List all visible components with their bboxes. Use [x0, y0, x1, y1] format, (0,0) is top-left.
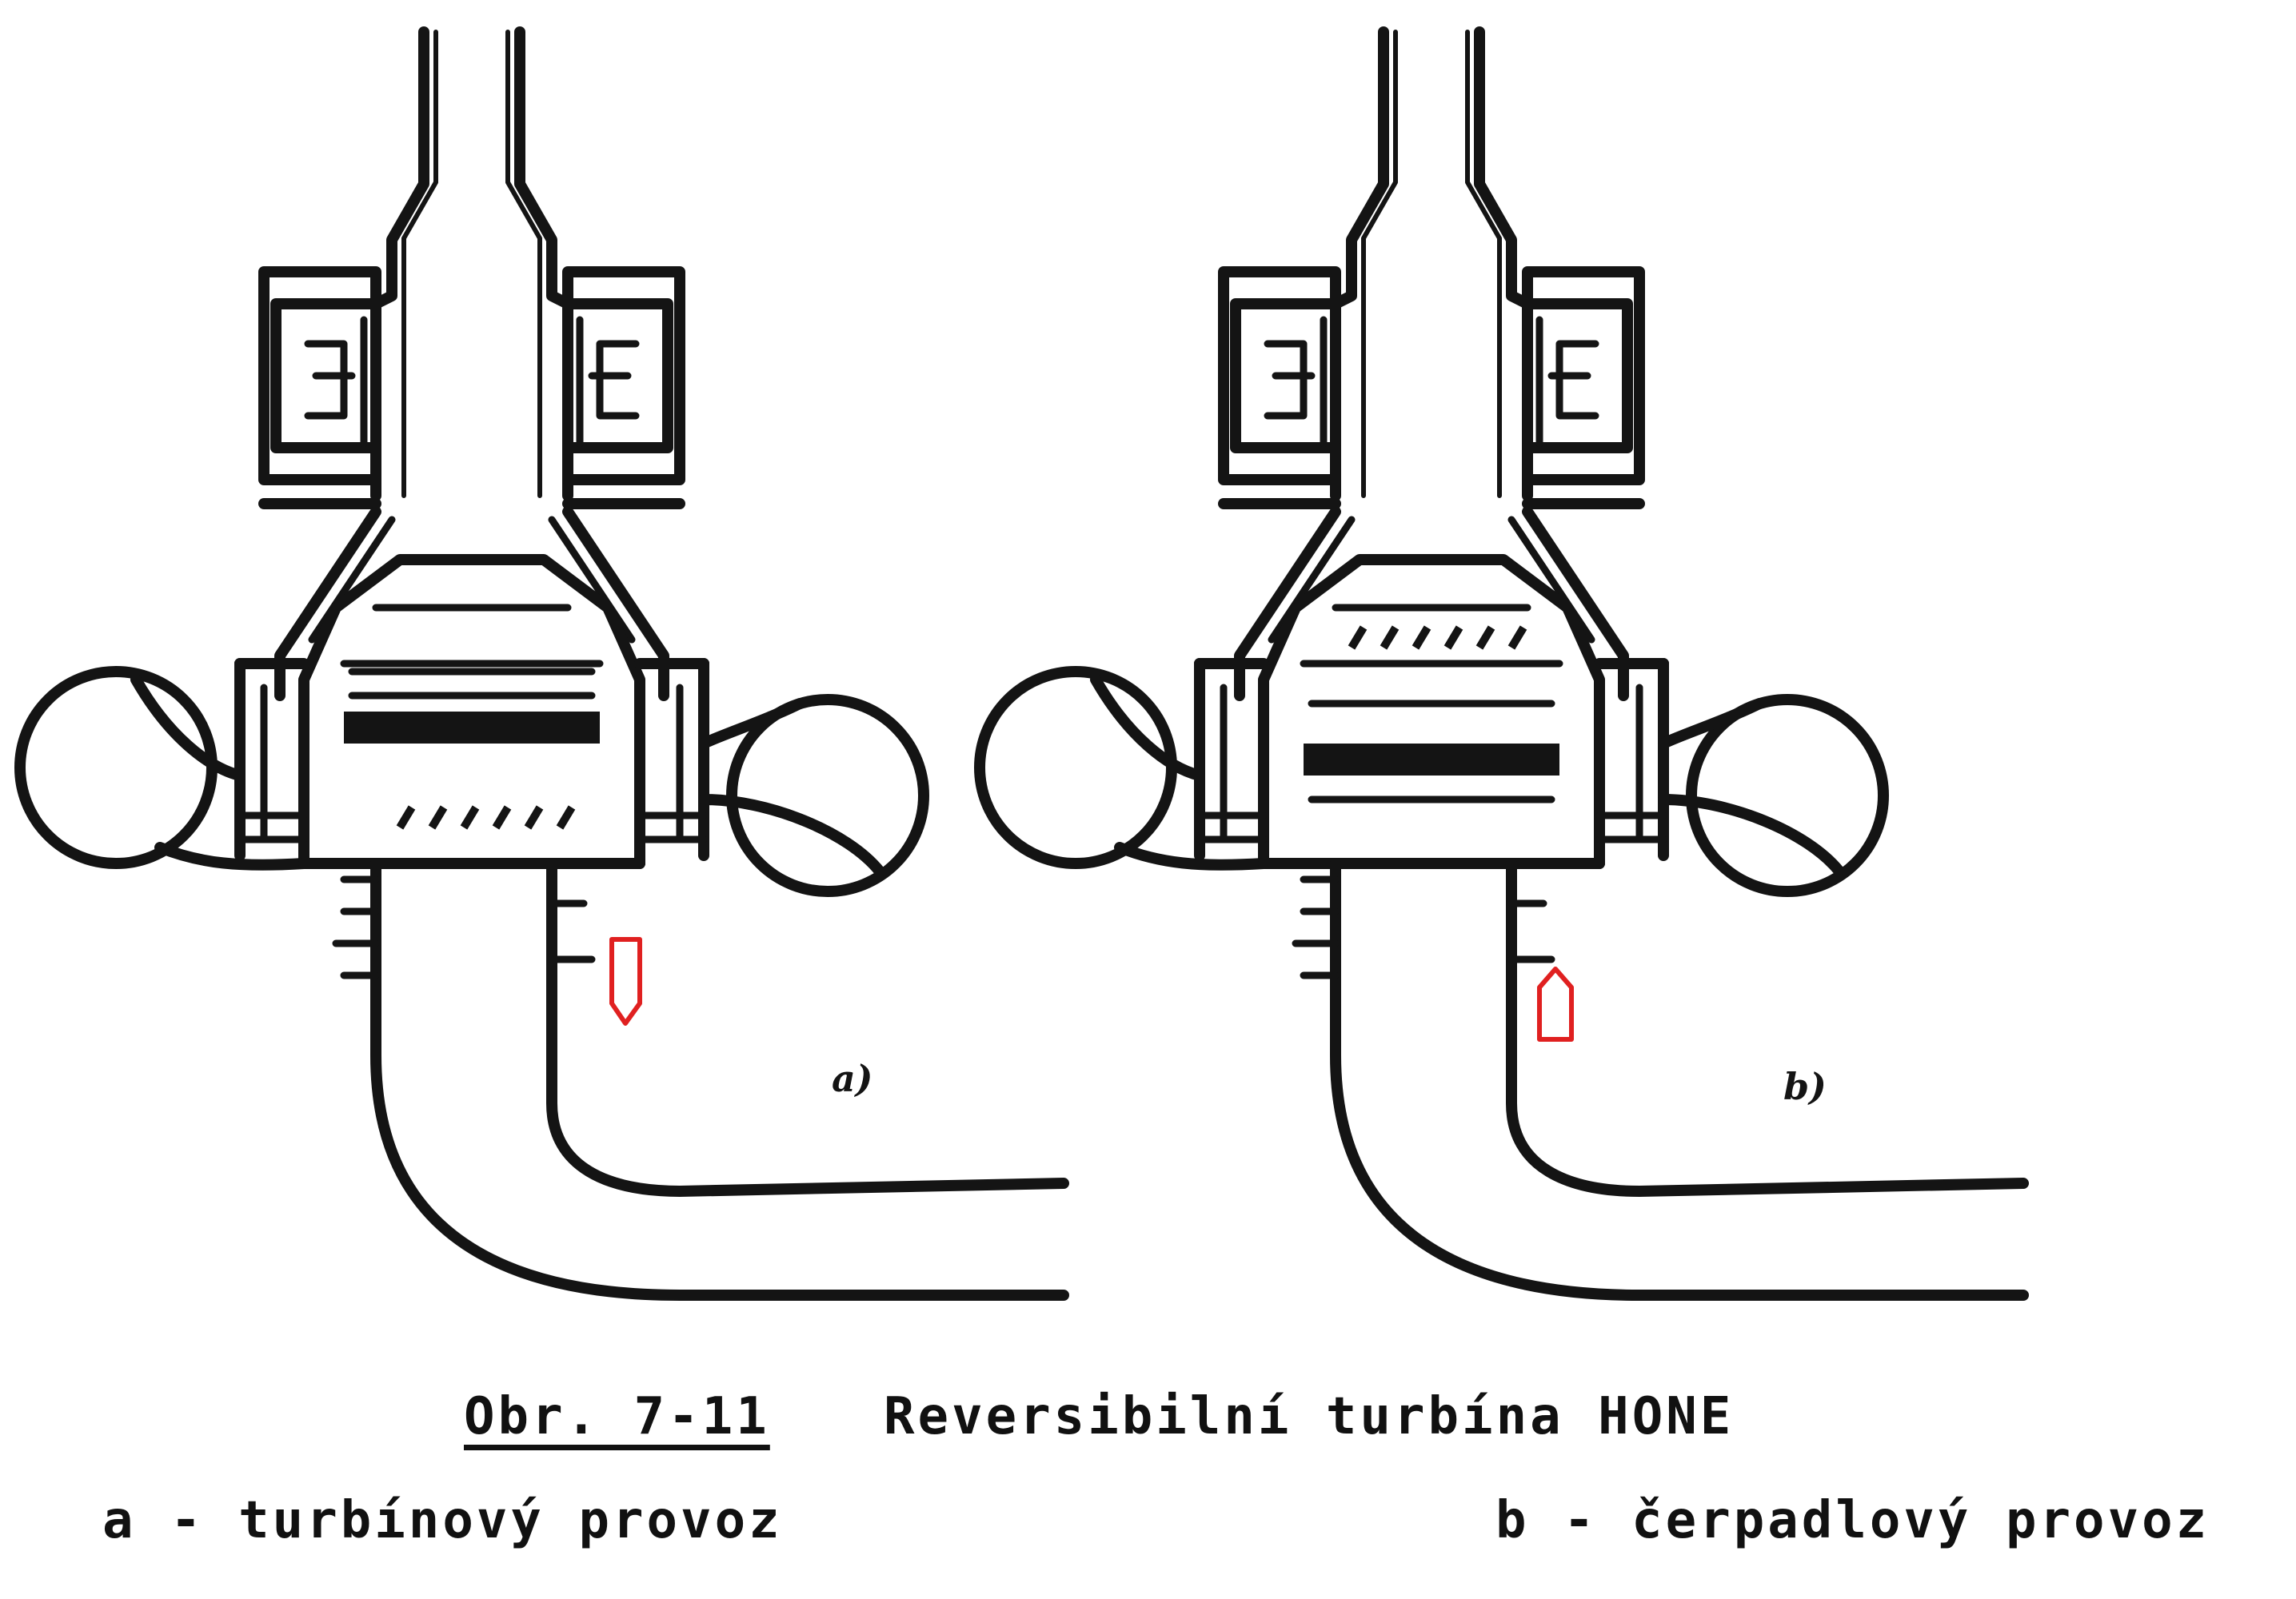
legend-a: a - turbínový provoz: [102, 1491, 783, 1550]
figure-number: Obr. 7-11: [464, 1387, 770, 1446]
legend-b: b - čerpadlový provoz: [1495, 1491, 2210, 1550]
runner-band: [344, 712, 600, 744]
flow-direction-marker-b: [1537, 967, 1574, 1042]
turbine-mode-drawing: a): [20, 32, 1064, 1295]
pump-mode-drawing: b): [980, 32, 2023, 1295]
flow-direction-marker-a: [609, 937, 642, 1026]
runner-band: [1304, 744, 1559, 776]
sublabel-b: b): [1783, 1065, 1827, 1108]
sublabel-a: a): [832, 1057, 873, 1100]
figure-title: Reversibilní turbína HONE: [884, 1387, 1735, 1446]
